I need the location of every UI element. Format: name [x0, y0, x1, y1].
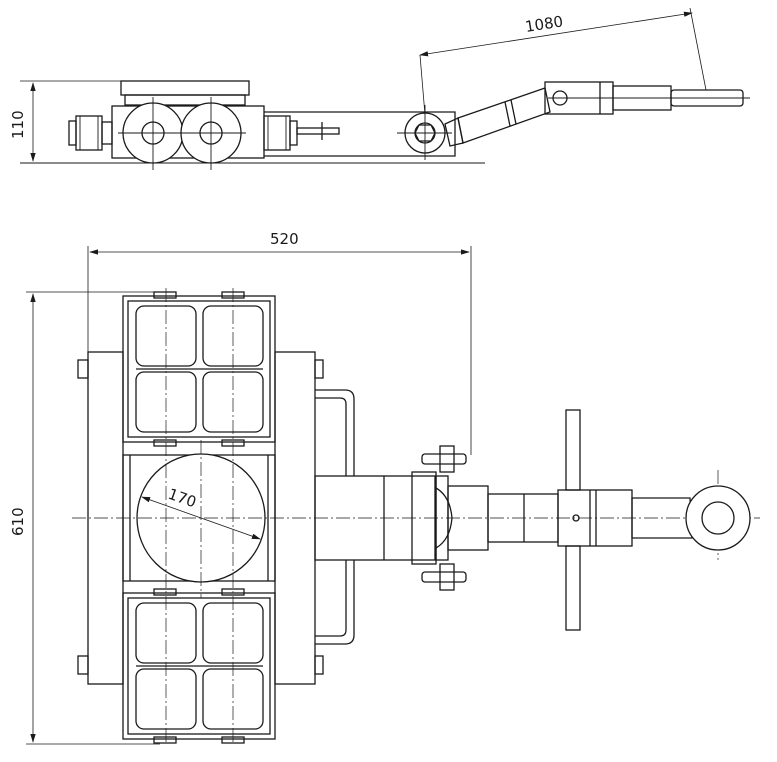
dimension-handle-length: 1080	[419, 7, 707, 116]
dimension-width: 520	[87, 230, 472, 455]
dimension-side-height: 110	[9, 80, 125, 162]
top-cross-grip-upper	[565, 409, 581, 491]
top-cross-grip-lower	[565, 545, 581, 631]
side-pin	[296, 127, 340, 135]
side-handle-tube	[457, 87, 551, 144]
side-top-plate	[120, 80, 250, 96]
top-bracket-upper	[315, 389, 355, 476]
dimension-label-width: 520	[270, 230, 299, 248]
top-roller-cassette-lower	[122, 592, 276, 740]
dimension-label-length: 610	[9, 507, 27, 536]
top-drawbar-plate	[314, 475, 436, 561]
side-drawbar	[264, 111, 456, 157]
side-turntable	[124, 94, 246, 106]
dimension-label-handle-length: 1080	[524, 12, 564, 36]
top-roller-cassette-upper	[122, 295, 276, 443]
top-bracket-lower	[315, 560, 355, 645]
side-view	[20, 80, 750, 170]
top-view	[72, 288, 760, 745]
dimension-label-side-height: 110	[9, 110, 27, 139]
dimension-length: 610	[9, 291, 160, 745]
top-handle-eye	[685, 485, 751, 551]
top-handle-neck	[631, 497, 693, 539]
